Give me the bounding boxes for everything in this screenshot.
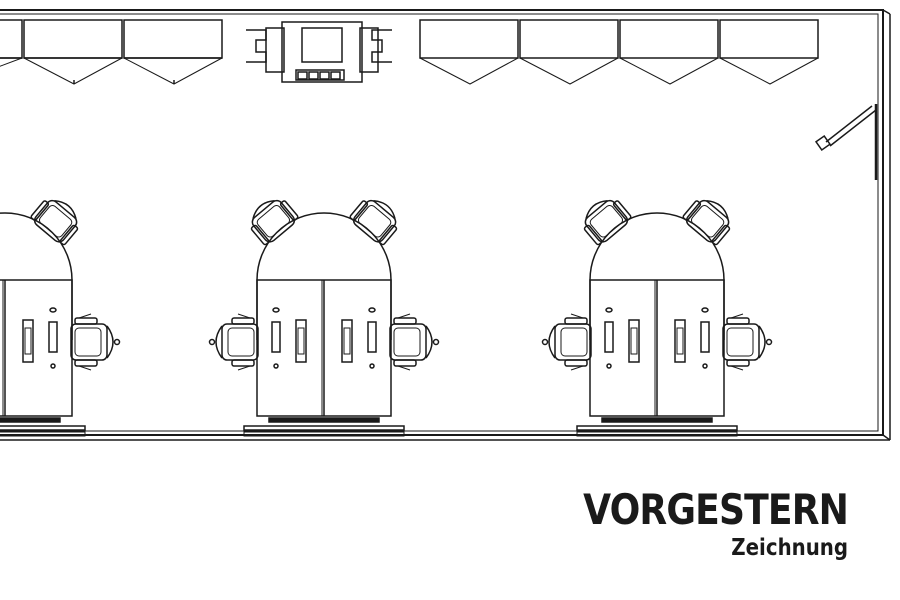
workstation-left bbox=[0, 191, 121, 437]
workstation-right bbox=[541, 191, 773, 437]
wall-arm bbox=[816, 104, 876, 180]
wall-cabinets-left bbox=[0, 20, 222, 84]
workstation-center bbox=[208, 191, 440, 437]
room-walls bbox=[0, 10, 890, 440]
top-center-machine bbox=[246, 22, 392, 82]
title-block: VORGESTERN Zeichnung bbox=[540, 485, 849, 562]
drawing-subtitle: Zeichnung bbox=[731, 535, 848, 561]
wall-cabinets-right bbox=[420, 20, 818, 84]
drawing-title: VORGESTERN bbox=[583, 485, 849, 534]
